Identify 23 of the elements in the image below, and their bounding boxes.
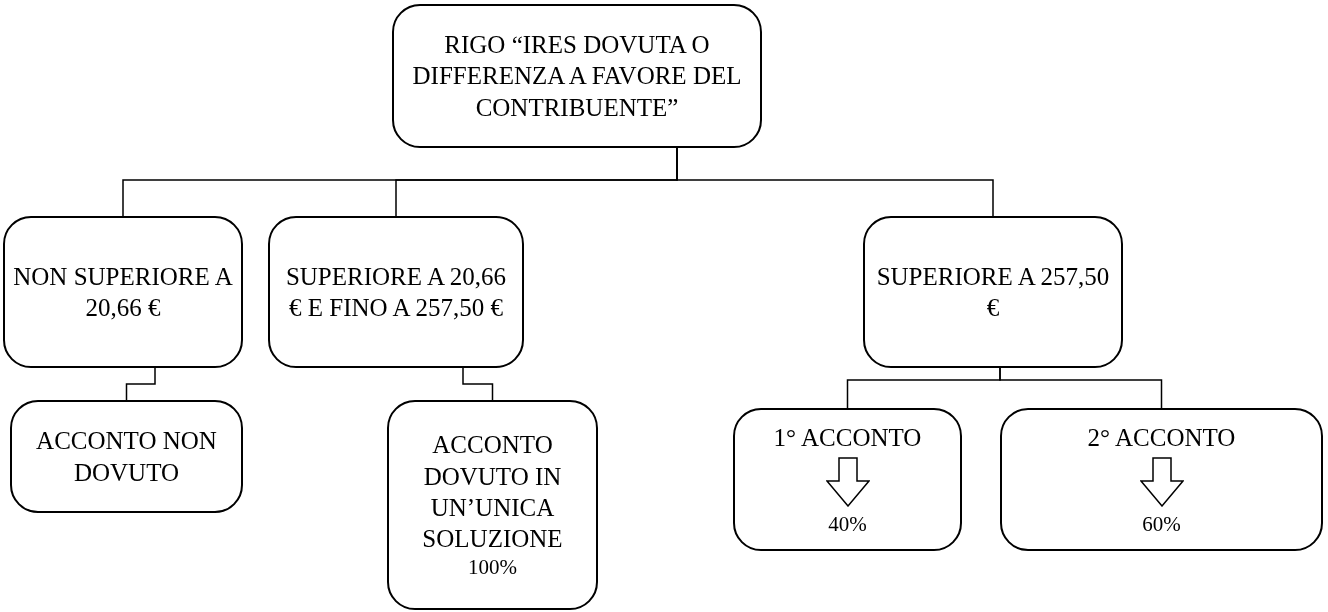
rounded-box [1000, 408, 1323, 551]
node-text: 1° ACCONTO [773, 422, 922, 453]
rounded-box [863, 216, 1123, 368]
connector-line [999, 367, 1163, 409]
node-text: ACCONTO DOVUTO IN UN’UNICA SOLUZIONE [421, 430, 564, 555]
node-text: ACCONTO NON DOVUTO [35, 426, 218, 488]
rounded-box [268, 216, 524, 368]
rounded-box [387, 400, 598, 610]
connector-line [676, 147, 994, 217]
node-text: SUPERIORE A 257,50 € [875, 261, 1111, 323]
node-text: RIGO “IRES DOVUTA O DIFFERENZA A FAVORE DEL CONTRIBUENTE” [411, 30, 743, 123]
rounded-box [10, 400, 243, 513]
connector-line [462, 367, 494, 401]
node-text: 100% [468, 554, 517, 581]
connector-line [125, 367, 156, 401]
node-text: 40% [828, 511, 867, 538]
rounded-box [733, 408, 962, 551]
node-text: 2° ACCONTO [1087, 422, 1236, 453]
node-text: SUPERIORE A 20,66 € E FINO A 257,50 € [284, 261, 508, 323]
rounded-box [392, 4, 762, 148]
rounded-box [3, 216, 243, 368]
node-text: 60% [1142, 511, 1181, 538]
node-text: NON SUPERIORE A 20,66 € [13, 261, 233, 323]
